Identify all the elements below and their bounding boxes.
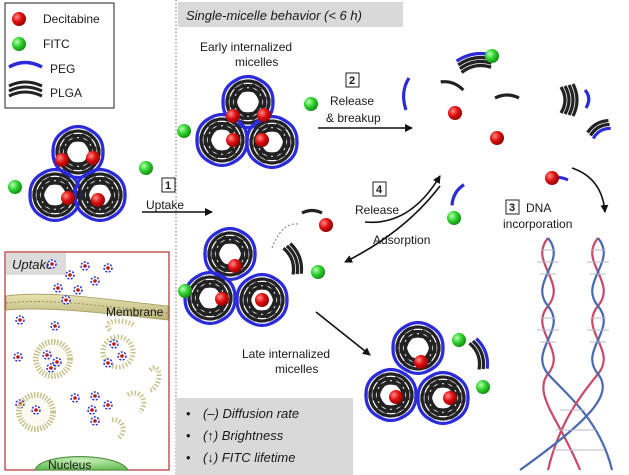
late-arrow	[315, 311, 371, 356]
step-4-label-release: Release	[355, 203, 399, 217]
svg-text:3: 3	[509, 202, 515, 214]
step-2-label-line2: & breakup	[326, 111, 381, 125]
legend-box: Decitabine FITC PEG PLGA	[4, 2, 115, 109]
legend-peg-label: PEG	[50, 62, 75, 76]
nucleus-label: Nucleus	[48, 458, 91, 472]
step-3-label-line1: DNA	[526, 201, 551, 215]
bottom-micelle-cluster	[361, 322, 490, 423]
step-4-release-adsorption: 4 Release Adsorption	[344, 175, 441, 263]
properties-box: • (–) Diffusion rate • (↑) Brightness • …	[176, 398, 353, 475]
membrane-label: Membrane	[106, 305, 164, 319]
step-3-label-line2: incorporation	[503, 217, 572, 231]
membrane	[5, 293, 169, 321]
bullet-2-marker: •	[186, 428, 191, 443]
svg-text:2: 2	[349, 75, 355, 87]
dna-double-helix-icon	[519, 237, 614, 471]
svg-text:1: 1	[165, 180, 171, 192]
bullet-fitc-lifetime: (↓) FITC lifetime	[203, 450, 295, 465]
header-banner: Single-micelle behavior (< 6 h)	[178, 2, 403, 27]
bullet-brightness: (↑) Brightness	[203, 428, 284, 443]
adsorption-arrow	[344, 185, 441, 263]
legend-fitc-label: FITC	[43, 37, 70, 51]
nucleus	[34, 456, 129, 471]
uptake-panel-title: Uptake	[12, 257, 53, 272]
dna-arrow	[571, 167, 609, 213]
release-arrow-2	[364, 175, 441, 224]
micelle-fragments	[301, 49, 611, 232]
uptake-panel: Uptake Membrane	[4, 251, 170, 472]
black-arcs-icon	[8, 80, 43, 98]
header-title: Single-micelle behavior (< 6 h)	[186, 8, 362, 23]
late-label-line1: Late internalized	[242, 347, 330, 361]
bullet-3-marker: •	[186, 450, 191, 465]
red-sphere-icon	[12, 12, 26, 26]
bullet-1-marker: •	[186, 406, 191, 421]
legend-decitabine-label: Decitabine	[43, 12, 100, 26]
endosome-vesicles	[19, 318, 162, 441]
early-label-line1: Early internalized	[200, 40, 292, 54]
initial-micelle-cluster	[8, 126, 153, 220]
legend-plga-label: PLGA	[50, 86, 82, 100]
bullet-diffusion-rate: (–) Diffusion rate	[203, 406, 299, 421]
late-label-line2: micelles	[275, 362, 318, 376]
early-label-line2: micelles	[235, 55, 278, 69]
step-2-label-line1: Release	[330, 94, 374, 108]
step-2-release-breakup: 2 Release & breakup	[318, 72, 413, 132]
green-sphere-icon	[12, 37, 26, 51]
step-3-dna-incorporation: 3 DNA incorporation	[503, 167, 609, 231]
step-1-label: Uptake	[146, 198, 184, 212]
svg-text:4: 4	[376, 184, 383, 196]
blue-arc-icon	[8, 60, 43, 69]
late-micelle-cluster	[178, 223, 325, 326]
step-1-uptake: 1 Uptake	[142, 177, 213, 216]
early-micelle-cluster	[177, 76, 318, 167]
